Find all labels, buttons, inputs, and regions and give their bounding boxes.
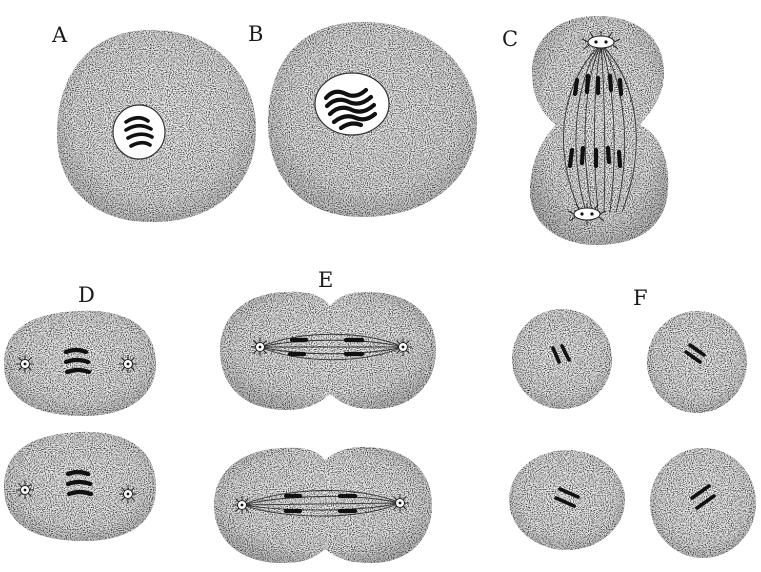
centrosome-right bbox=[391, 494, 409, 512]
centrosome-left bbox=[16, 481, 34, 499]
daughter-cell-4 bbox=[650, 448, 756, 558]
centrosome-left bbox=[251, 338, 269, 356]
cell-e-top bbox=[220, 292, 436, 410]
cell-d-bottom bbox=[4, 432, 156, 541]
chromosome bbox=[67, 370, 89, 372]
panel-b: B bbox=[248, 22, 477, 217]
cell-e-bottom bbox=[214, 447, 432, 563]
panel-label-a: A bbox=[51, 23, 68, 47]
centrosome-right bbox=[119, 355, 137, 373]
centrosome-left bbox=[16, 355, 34, 373]
cell-c bbox=[530, 16, 668, 245]
chromosome bbox=[69, 492, 91, 494]
panel-e: E bbox=[214, 268, 436, 563]
panel-a: A bbox=[51, 23, 256, 222]
panel-c: C bbox=[502, 16, 668, 245]
panel-label-b: B bbox=[248, 22, 263, 46]
panel-label-d: D bbox=[78, 283, 95, 307]
chromosome bbox=[68, 482, 90, 484]
panel-label-c: C bbox=[502, 27, 518, 51]
centrosome-right bbox=[394, 338, 412, 356]
chromosome bbox=[66, 360, 88, 362]
panel-label-f: F bbox=[633, 286, 648, 310]
daughter-cell-3 bbox=[509, 450, 625, 550]
centrosome-left bbox=[233, 496, 251, 514]
nucleus-a bbox=[113, 105, 165, 159]
panel-f: F bbox=[509, 286, 756, 558]
panel-d: D bbox=[4, 283, 156, 541]
chromosome bbox=[68, 472, 88, 474]
daughter-cell-2 bbox=[647, 311, 747, 413]
panel-label-e: E bbox=[318, 268, 333, 292]
daughter-cell-1 bbox=[512, 309, 612, 409]
chromosome bbox=[66, 350, 86, 352]
nucleus-b bbox=[315, 73, 389, 135]
cell-d-top bbox=[4, 311, 156, 416]
centrosome-right bbox=[119, 485, 137, 503]
